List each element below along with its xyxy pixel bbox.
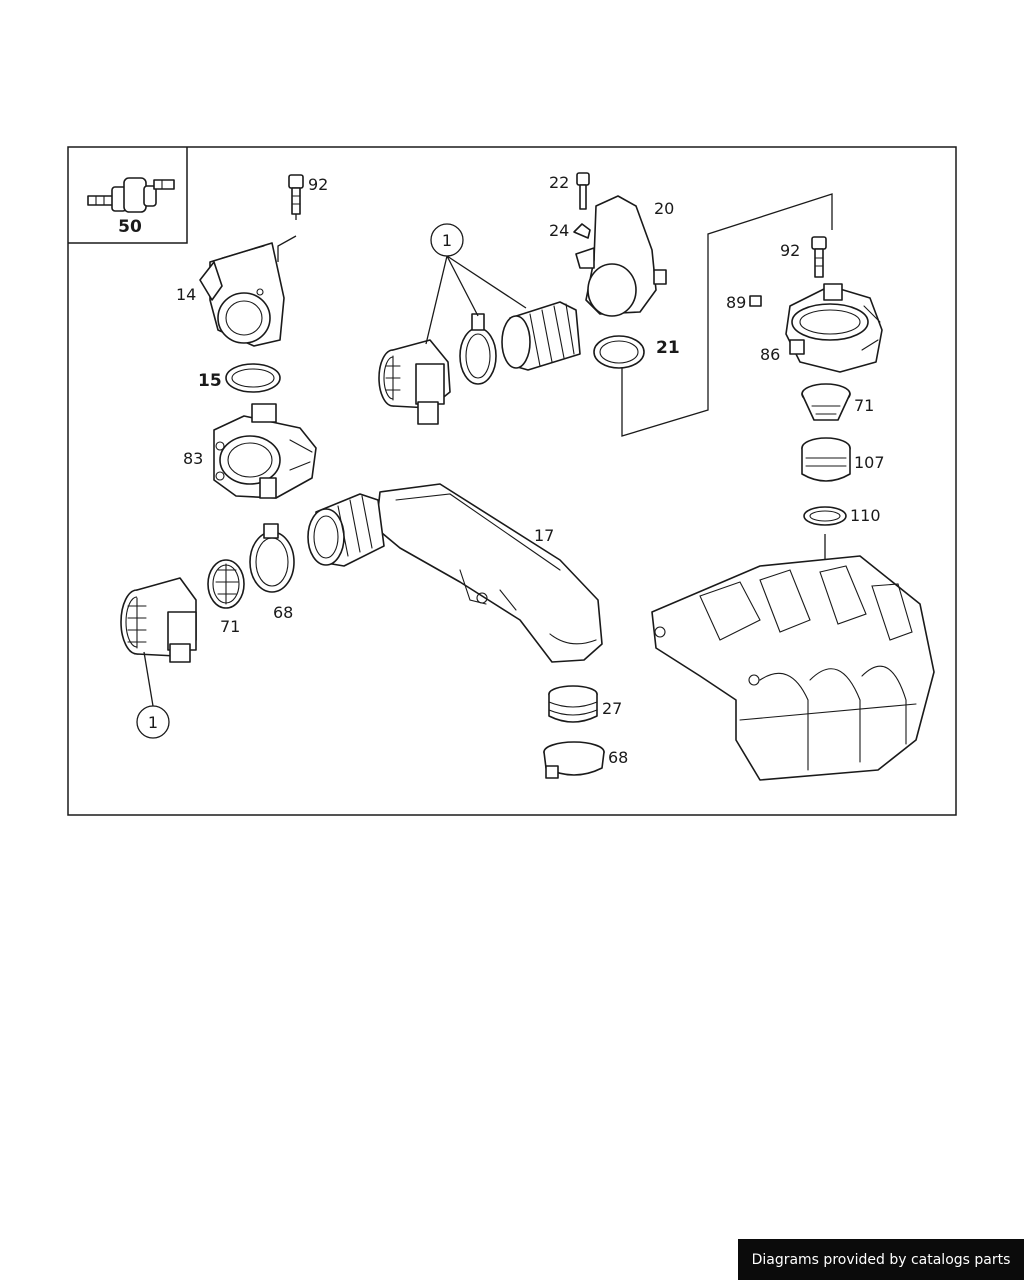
part-1-clamp-top[interactable] xyxy=(459,313,497,385)
footer-text: Diagrams provided by catalogs parts xyxy=(751,1251,1011,1268)
part-14-intake-housing[interactable] xyxy=(199,242,285,347)
callout-1-top-leaders xyxy=(425,223,527,345)
part-1-maf-sensor-top[interactable] xyxy=(378,339,451,425)
part-20-resonator[interactable] xyxy=(575,195,667,317)
part-92-bolt-left[interactable] xyxy=(277,174,304,262)
callout-17: 17 xyxy=(534,526,554,545)
footer-banner: Diagrams provided by catalogs parts xyxy=(738,1239,1024,1280)
leader-21-to-86 xyxy=(621,193,833,437)
part-92-bolt-right[interactable] xyxy=(811,236,827,278)
callout-1-top: 1 xyxy=(442,231,452,250)
part-86-throttle-body[interactable] xyxy=(785,283,883,373)
part-110-ring[interactable] xyxy=(803,506,847,600)
part-50-check-valve[interactable] xyxy=(87,177,175,213)
callout-68-bottom: 68 xyxy=(608,748,628,767)
part-1-maf-sensor-bottom[interactable] xyxy=(120,577,197,707)
callout-22: 22 xyxy=(549,173,569,192)
callout-89: 89 xyxy=(726,293,746,312)
part-1-hose-top[interactable] xyxy=(501,301,581,371)
part-21-seal[interactable] xyxy=(593,335,645,369)
callout-24: 24 xyxy=(549,221,569,240)
inset-box xyxy=(68,147,188,244)
part-68-clamp-left[interactable] xyxy=(249,523,295,593)
callout-1-bottom: 1 xyxy=(148,713,158,732)
callout-27: 27 xyxy=(602,699,622,718)
callout-71-left: 71 xyxy=(220,617,240,636)
callout-86: 86 xyxy=(760,345,780,364)
callout-68-left: 68 xyxy=(273,603,293,622)
part-24-clip[interactable] xyxy=(573,223,591,239)
part-89-nut[interactable] xyxy=(749,295,762,307)
part-71-screen-left[interactable] xyxy=(207,559,245,609)
part-107-adapter[interactable] xyxy=(801,437,851,482)
part-83-throttle-body[interactable] xyxy=(213,403,317,499)
callout-14: 14 xyxy=(176,285,196,304)
inset-label: 50 xyxy=(118,217,142,237)
part-27-hose-sleeve[interactable] xyxy=(548,685,598,723)
callout-92-left: 92 xyxy=(308,175,328,194)
part-68-clamp-bottom[interactable] xyxy=(543,741,605,779)
callout-21: 21 xyxy=(656,338,680,358)
callout-110: 110 xyxy=(850,506,881,525)
part-22-bolt[interactable] xyxy=(576,172,590,210)
callout-20: 20 xyxy=(654,199,674,218)
callout-71-right: 71 xyxy=(854,396,874,415)
diagram-frame xyxy=(67,146,957,816)
callout-92-right: 92 xyxy=(780,241,800,260)
callout-15: 15 xyxy=(198,371,222,391)
part-71-screen-right[interactable] xyxy=(801,383,851,421)
part-15-gasket[interactable] xyxy=(225,363,281,393)
callout-1-bottom-circle xyxy=(136,705,170,739)
callout-83: 83 xyxy=(183,449,203,468)
intake-manifold[interactable] xyxy=(651,555,935,781)
callout-107: 107 xyxy=(854,453,885,472)
part-17-air-duct[interactable] xyxy=(307,483,603,663)
